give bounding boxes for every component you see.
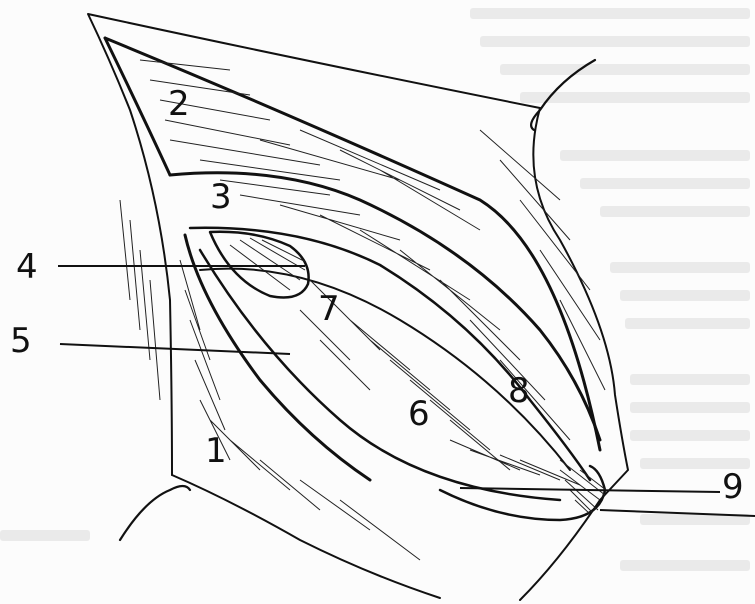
label-9: 9: [722, 467, 744, 507]
region-7-upper-edge: [200, 269, 570, 470]
leader-line-5: [60, 344, 290, 354]
region-9-bulge: [440, 466, 605, 520]
label-7: 7: [318, 289, 340, 329]
label-5: 5: [10, 321, 32, 361]
retractor-hook-bottom: [120, 486, 190, 540]
label-4: 4: [16, 247, 38, 287]
label-2: 2: [168, 84, 190, 124]
label-1: 1: [205, 431, 227, 471]
leader-line-10: [600, 510, 755, 516]
label-3: 3: [210, 177, 232, 217]
retractor-hook-top: [531, 60, 595, 130]
label-6: 6: [408, 394, 430, 434]
label-8: 8: [508, 371, 530, 411]
skin-flap-bottom: [172, 475, 440, 598]
